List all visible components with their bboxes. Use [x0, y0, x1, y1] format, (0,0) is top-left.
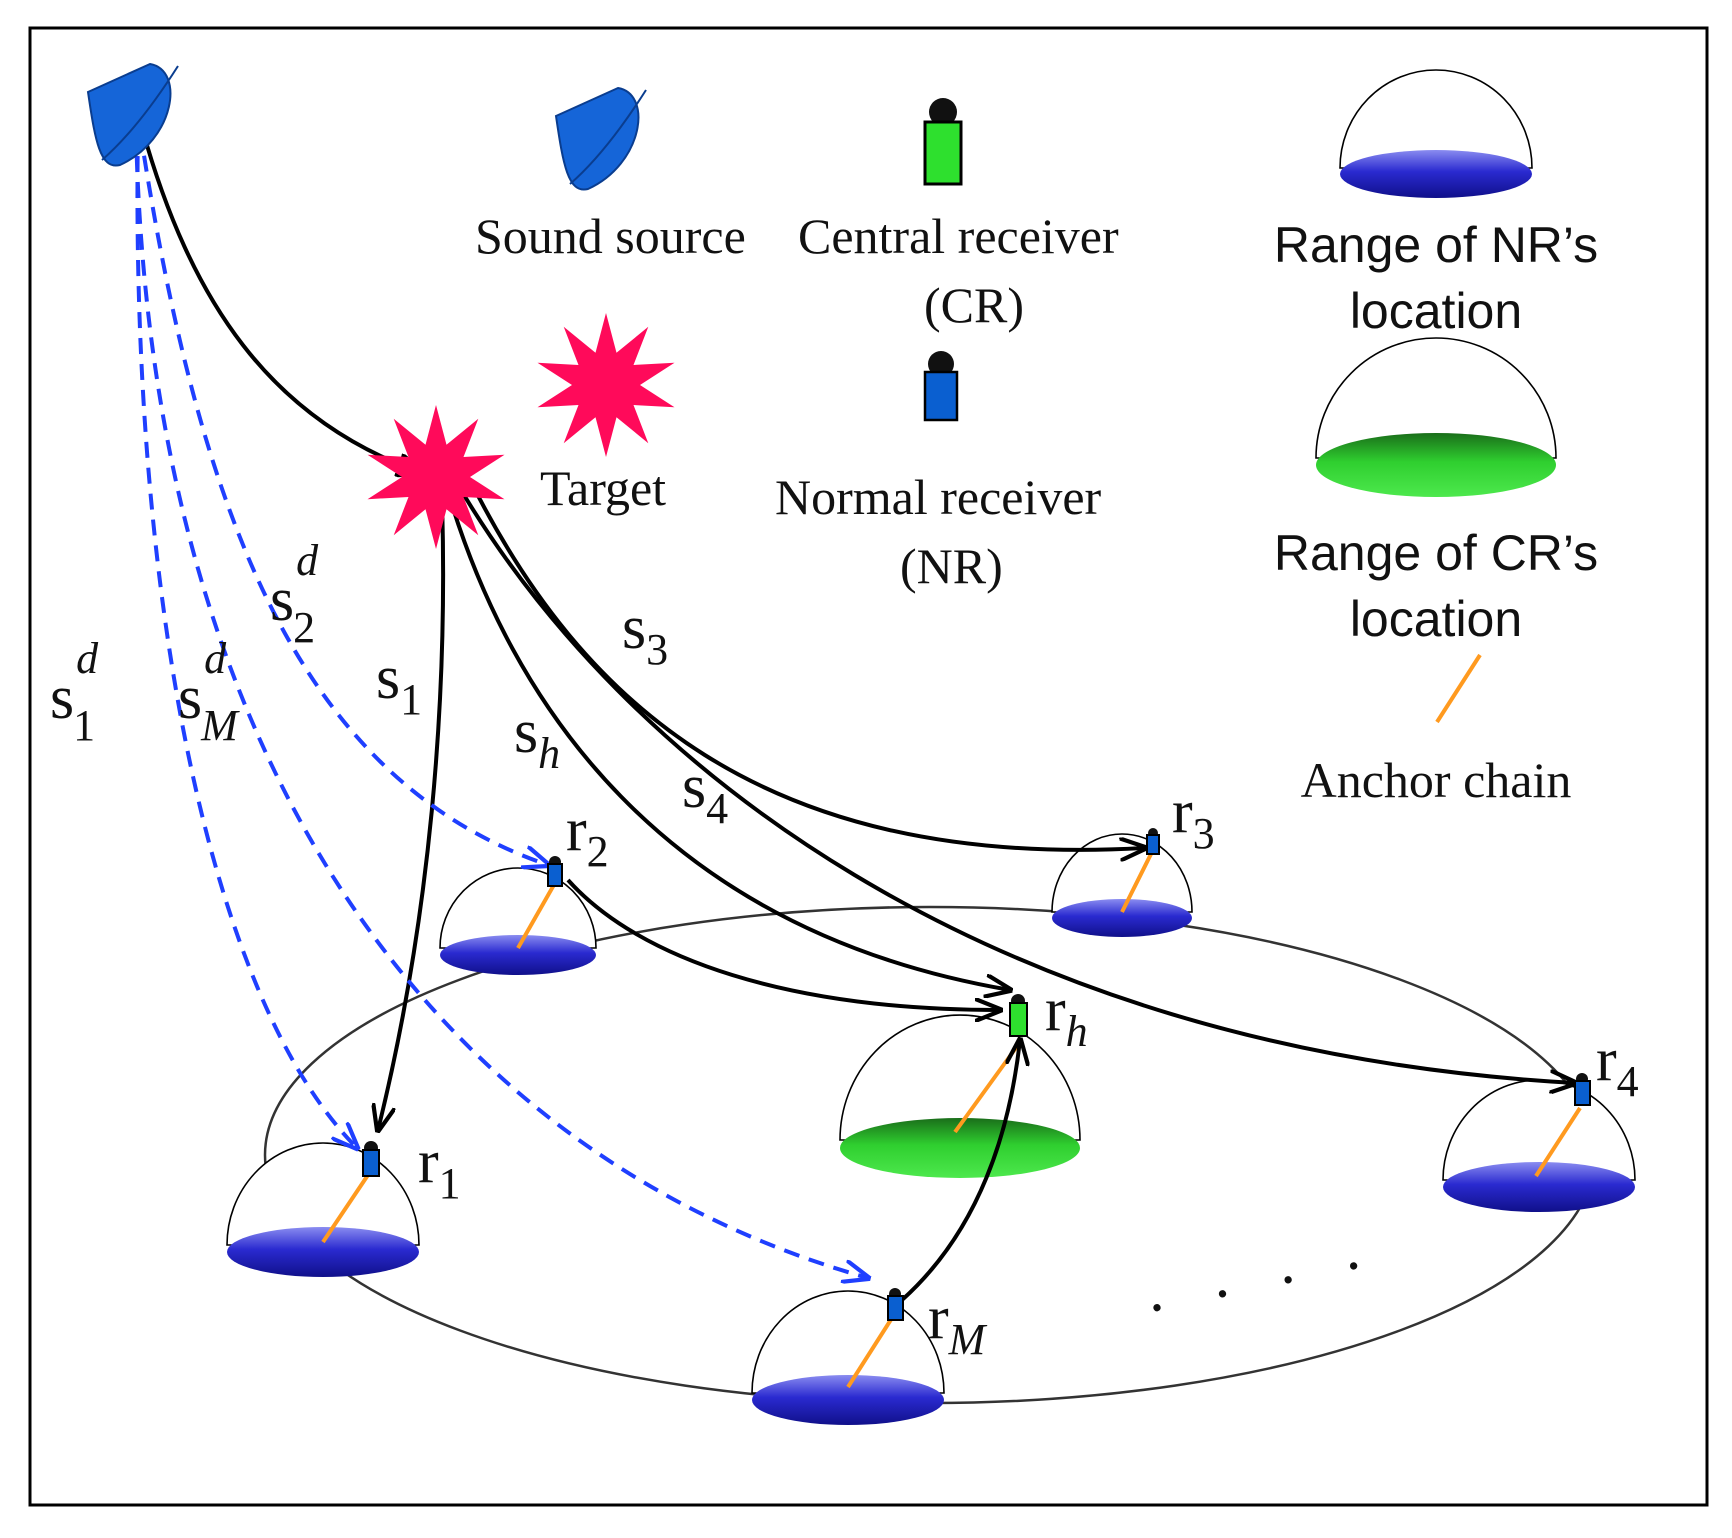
r1-nr-dome	[226, 1142, 420, 1277]
path-s2d	[138, 129, 548, 865]
legend-cr-range-dome-icon	[1315, 337, 1557, 497]
label-s4: s4	[682, 753, 728, 833]
figure-frame	[28, 26, 1709, 1507]
path-s1	[378, 499, 446, 1130]
path-r2-rh	[566, 878, 1000, 1010]
r4-nr-dome	[1442, 1079, 1636, 1212]
label-r1: r1	[418, 1128, 461, 1208]
path-source-target	[142, 128, 422, 473]
legend-normal-receiver-icon	[923, 351, 959, 422]
path-sh	[446, 491, 1010, 990]
r3-normal-receiver-icon	[1146, 828, 1160, 855]
legend-cr-range-label-1: Range of CR’s	[1274, 525, 1598, 581]
rm-nr-dome	[751, 1290, 945, 1425]
label-s1: s1	[376, 644, 422, 724]
path-rm-rh	[900, 1040, 1020, 1302]
label-sh: sh	[514, 698, 560, 778]
legend-anchor-chain-label: Anchor chain	[1301, 752, 1572, 808]
legend-nr-range-label-2: location	[1350, 283, 1522, 339]
label-r2: r2	[566, 796, 609, 876]
legend-sound-source-label: Sound source	[475, 208, 746, 264]
rh-cr-dome	[839, 1014, 1081, 1178]
label-r4: r4	[1596, 1026, 1639, 1106]
path-s3	[468, 479, 1145, 850]
path-s4	[456, 483, 1575, 1083]
r2-nr-dome	[439, 867, 597, 975]
label-rh: rh	[1045, 976, 1088, 1056]
legend-target-star-icon	[537, 313, 675, 457]
label-rm: rM	[928, 1284, 988, 1364]
r2-normal-receiver-icon	[547, 856, 563, 887]
legend-central-receiver-label: Central receiver	[798, 208, 1119, 264]
rh-central-receiver-icon	[1009, 994, 1028, 1037]
legend-cr-range-label-2: location	[1350, 591, 1522, 647]
path-smd	[134, 129, 868, 1278]
ellipsis: . . . .	[1139, 1210, 1383, 1325]
legend-nr-range-label-1: Range of NR’s	[1274, 217, 1598, 273]
legend-target-label: Target	[540, 460, 666, 516]
label-s3: s3	[622, 594, 668, 674]
legend-normal-receiver-label: Normal receiver	[775, 469, 1102, 525]
target-star-icon	[367, 405, 505, 549]
legend-nr-range-dome-icon	[1339, 69, 1533, 198]
legend: Sound source Central receiver (CR) Norma…	[475, 69, 1598, 808]
r1-normal-receiver-icon	[362, 1141, 380, 1177]
legend-central-receiver-icon	[923, 98, 963, 186]
r4-normal-receiver-icon	[1574, 1073, 1591, 1106]
legend-central-receiver-abbr: (CR)	[924, 277, 1024, 333]
path-s1d	[135, 129, 357, 1148]
sound-source-icon	[86, 62, 179, 167]
label-r3: r3	[1172, 778, 1215, 858]
legend-anchor-chain-icon	[1435, 653, 1482, 724]
legend-sound-source-icon	[554, 86, 647, 191]
rm-normal-receiver-icon	[887, 1288, 904, 1321]
legend-normal-receiver-abbr: (NR)	[900, 538, 1003, 594]
